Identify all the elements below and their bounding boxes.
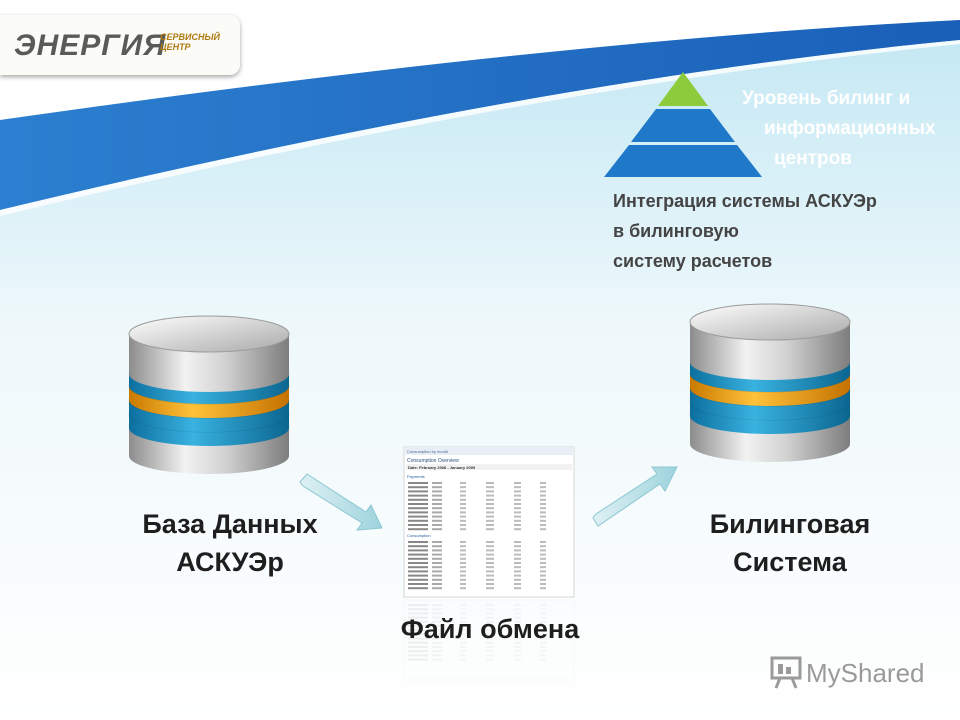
billing-system-label: Билинговая Система [670,505,910,581]
svg-text:Consumption: Consumption [407,533,431,538]
billing-label-line: Система [670,543,910,581]
integration-line: в билинговую [613,216,933,246]
pyramid-bottom-level [604,145,762,177]
level-line: информационных [742,114,957,144]
svg-text:Payments: Payments [407,474,425,479]
logo-subtitle: СЕРВИСНЫЙ ЦЕНТР [160,32,230,52]
level-line: центров [742,144,957,174]
integration-line: Интеграция системы АСКУЭр [613,186,933,216]
database-label-line: База Данных [110,505,350,543]
database-label-line: АСКУЭр [110,543,350,581]
company-logo: ЭНЕРГИЯ СЕРВИСНЫЙ ЦЕНТР [0,15,240,75]
database-label: База Данных АСКУЭр [110,505,350,581]
svg-text:Date: February 2008 - January: Date: February 2008 - January 2009 [408,465,476,470]
watermark-text: MyShared [806,658,925,689]
logo-wordmark: ЭНЕРГИЯ [14,29,166,63]
integration-line: систему расчетов [613,246,933,276]
billing-system-icon [690,304,850,462]
exchange-file-label: Файл обмена [370,610,610,648]
billing-label-line: Билинговая [670,505,910,543]
level-line: Уровень билинг и [742,84,957,114]
exchange-file-document: Consumption by month Consumption Overvie… [404,447,574,597]
database-icon [129,316,289,474]
presentation-icon [770,656,802,690]
svg-text:Consumption Overview: Consumption Overview [407,458,459,464]
pyramid-level-caption: Уровень билинг и информационных центров [742,84,957,174]
integration-description: Интеграция системы АСКУЭр в билинговую с… [613,186,933,276]
svg-text:Consumption by month: Consumption by month [407,449,448,454]
